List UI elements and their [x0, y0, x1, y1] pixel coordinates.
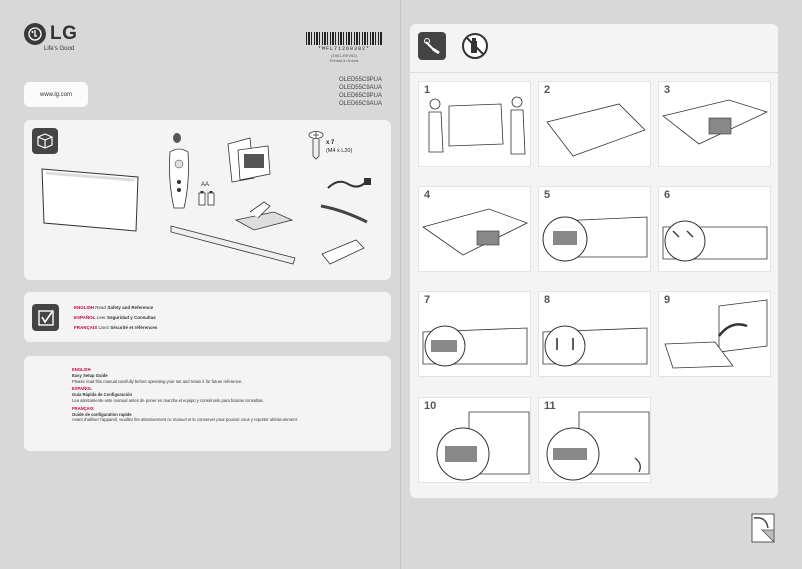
header-rule	[410, 72, 778, 73]
model-number: OLED55C9PUA	[338, 77, 382, 83]
power-cord-illustration	[327, 178, 371, 189]
step-number: 3	[664, 84, 671, 96]
step-card: 5	[538, 186, 651, 272]
step-number: 11	[544, 400, 556, 412]
model-number: OLED65C9AUA	[338, 101, 382, 107]
step-card: 7	[418, 291, 531, 377]
oled-panel-illustration	[41, 168, 139, 232]
back-cover-illustration	[321, 239, 365, 265]
box-contents-panel: AA x 7 (M4 x L20)	[24, 120, 391, 280]
guide-lang: ESPAÑOL	[72, 386, 92, 392]
fold-divider	[400, 0, 401, 569]
step-card: 3	[658, 81, 771, 167]
stand-base-illustration	[234, 201, 294, 231]
guide-text: ENGLISH Easy Setup Guide Please read thi…	[72, 367, 322, 423]
guide-lang: ENGLISH	[72, 367, 91, 372]
step-number: 9	[664, 294, 671, 306]
step-number: 6	[664, 189, 671, 201]
magic-remote-illustration	[169, 133, 189, 209]
stand-tv-upright-illustration	[664, 299, 768, 369]
brand-tagline: Life's Good	[44, 46, 75, 52]
no-spray-icon	[462, 33, 488, 59]
screw-icon	[308, 131, 324, 160]
page-turn-icon[interactable]	[748, 510, 778, 546]
connect-cable-illustration	[436, 411, 530, 481]
barcode-revision: (1901-REV02)	[331, 53, 357, 58]
step-number: 2	[544, 84, 551, 96]
secure-base-illustration	[542, 325, 648, 367]
website-url[interactable]: www.lg.com	[24, 82, 88, 107]
battery-label: AA	[201, 182, 210, 188]
step-card: 1	[418, 81, 531, 167]
safety-line: ENGLISH Read Safety and Reference	[74, 305, 154, 310]
attach-cover-illustration	[422, 325, 528, 367]
step-card: 10	[418, 397, 531, 483]
screw-count: x 7	[326, 140, 335, 146]
hand-cloth-icon	[418, 32, 446, 60]
step-card: 11	[538, 397, 651, 483]
lg-logo-mark-icon	[24, 23, 46, 45]
lg-logo: LG	[24, 23, 77, 45]
attach-cable-cover-illustration	[546, 411, 650, 481]
model-number: OLED55C9AUA	[338, 85, 382, 91]
barcode-number: *MFL71260302*	[317, 46, 370, 52]
step-card: 6	[658, 186, 771, 272]
aa-batteries-icon	[198, 191, 215, 206]
safety-line: ESPAÑOL Leer Seguridad y Consultas	[74, 315, 156, 320]
step-number: 4	[424, 189, 431, 201]
guide-lang: FRANÇAIS	[72, 405, 94, 411]
screw-spec: (M4 x L20)	[326, 148, 353, 154]
checkbox-doc-icon	[32, 304, 59, 331]
barcode-origin: Printed in Korea	[329, 58, 359, 63]
guide-title: Guía Rápida de Configuración	[72, 392, 133, 398]
step-card: 8	[538, 291, 651, 377]
step-card: 9	[658, 291, 771, 377]
guide-body: Avant d'utiliser l'appareil, veuillez li…	[72, 417, 298, 423]
guide-body: Please read this manual carefully before…	[72, 378, 243, 384]
step-number: 8	[544, 294, 551, 306]
model-number: OLED65C9PUA	[338, 93, 382, 99]
step-number: 1	[424, 84, 431, 96]
step-number: 10	[424, 400, 437, 412]
step-card: 4	[418, 186, 531, 272]
model-list: OLED55C9PUA OLED55C9AUA OLED65C9PUA OLED…	[339, 76, 382, 108]
open-box-illustration	[662, 99, 769, 145]
lift-tv-illustration	[428, 96, 526, 155]
cable-cover-illustration	[320, 204, 368, 224]
guide-panel	[24, 356, 391, 451]
brand-name: LG	[50, 23, 78, 44]
tighten-screws-illustration	[662, 220, 768, 262]
attach-stand-illustration	[542, 216, 648, 262]
safety-line: FRANÇAIS Lisez Sécurité et références	[74, 325, 158, 330]
manual-booklets-illustration	[227, 137, 271, 183]
remove-stand-illustration	[422, 208, 529, 256]
barcode-image	[306, 32, 382, 45]
barcode-subtext: (1901-REV02) Printed in Korea	[304, 53, 384, 63]
guide-body: Lea atentamente este manual antes de pon…	[72, 397, 264, 403]
guide-title: Guide de configuration rapide	[72, 411, 132, 417]
guide-title: Easy Setup Guide	[72, 372, 108, 378]
stand-body-illustration	[170, 225, 296, 265]
box-icon	[32, 128, 58, 154]
safety-panel: ENGLISH Read Safety and Reference ESPAÑO…	[24, 292, 391, 342]
step-number: 5	[544, 189, 551, 201]
step-number: 7	[424, 294, 431, 306]
step-card: 2	[538, 81, 651, 167]
lay-tv-down-illustration	[546, 103, 646, 157]
